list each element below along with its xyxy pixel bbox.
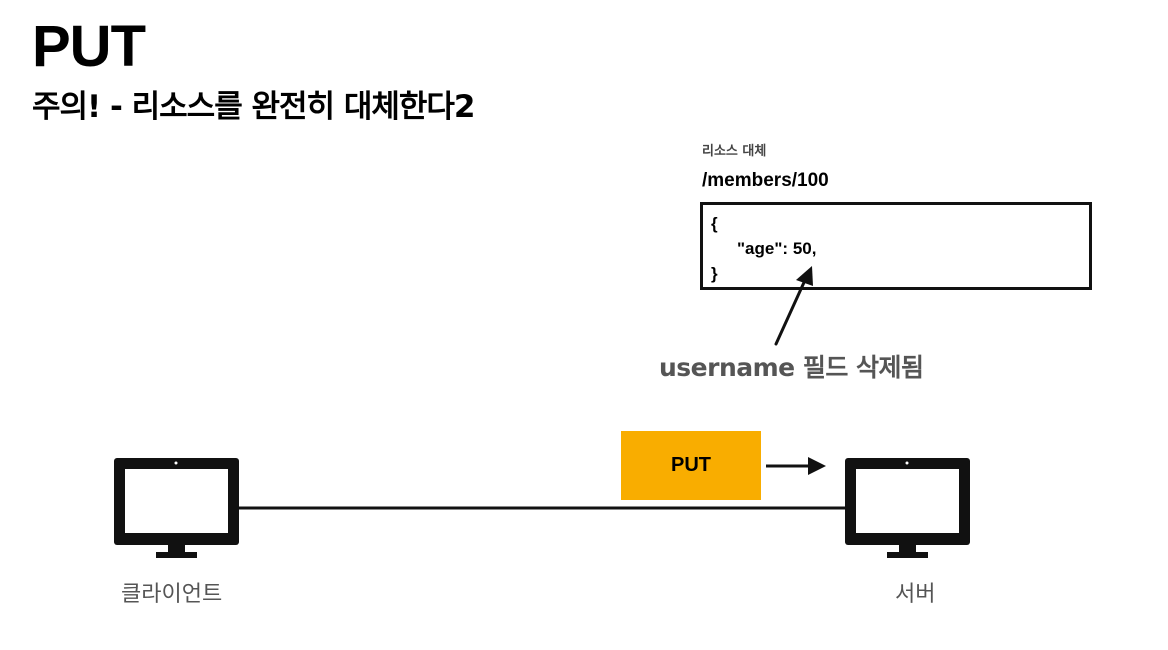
client-monitor-icon bbox=[114, 458, 239, 558]
client-label: 클라이언트 bbox=[121, 582, 223, 607]
json-body-box: { "age": 50, } bbox=[700, 202, 1092, 290]
json-key: "age" bbox=[737, 239, 783, 258]
json-close-brace: } bbox=[711, 264, 718, 283]
json-separator: : bbox=[782, 239, 793, 258]
put-method-label: PUT bbox=[671, 454, 711, 476]
json-age-line: "age": 50, bbox=[711, 236, 1081, 261]
slide-title: PUT bbox=[32, 14, 146, 79]
resource-path: /members/100 bbox=[702, 170, 829, 191]
put-method-box: PUT bbox=[621, 431, 761, 500]
json-value: 50, bbox=[792, 239, 817, 258]
slide-subtitle: 주의! - 리소스를 완전히 대체한다2 bbox=[32, 89, 476, 125]
json-open-brace: { bbox=[711, 214, 718, 233]
resource-label: 리소스 대체 bbox=[702, 144, 767, 159]
server-monitor-icon bbox=[845, 458, 970, 558]
request-arrow bbox=[766, 457, 826, 475]
deleted-field-note: username 필드 삭제됨 bbox=[659, 353, 924, 382]
server-label: 서버 bbox=[895, 582, 936, 607]
annotation-arrow bbox=[774, 266, 813, 346]
